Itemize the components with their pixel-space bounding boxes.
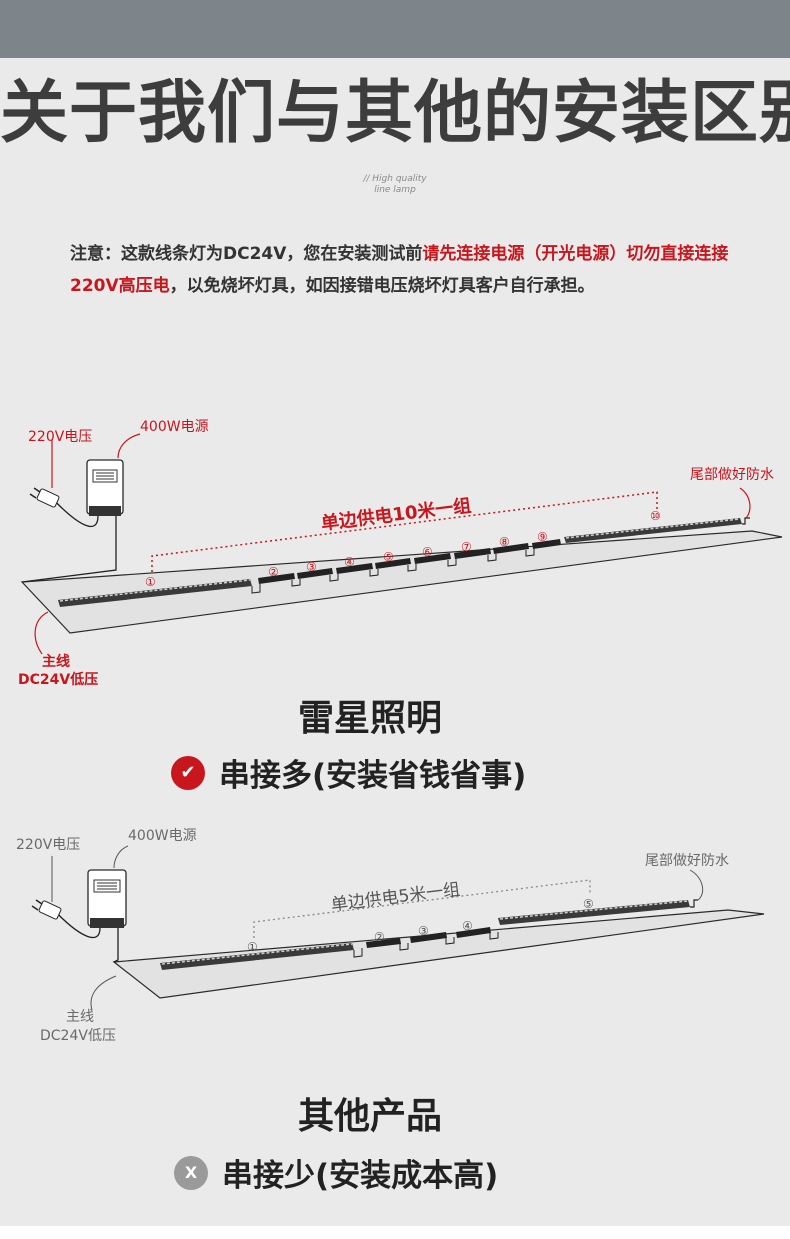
- output-cable: [113, 928, 119, 963]
- page-title: 关于我们与其他的安装区别: [0, 74, 790, 153]
- notice-warning: 请先连接电源（开光电源）切勿直接连接220V高压电: [70, 244, 729, 296]
- number-1: ①: [247, 940, 258, 954]
- ground-plane: [112, 909, 765, 999]
- label-psu: 400W电源: [128, 828, 197, 844]
- brand-ours: 雷星照明: [297, 698, 442, 739]
- number-10: ⑩: [650, 509, 661, 523]
- ground-plane: [20, 530, 783, 634]
- short-lamps: [366, 927, 491, 948]
- number-4: ④: [344, 555, 355, 569]
- tail-end: [742, 517, 750, 525]
- segment-line: [151, 491, 658, 572]
- leader-main: [34, 611, 49, 655]
- feature-ours-text: 串接多(安装省钱省事): [219, 758, 527, 794]
- label-main: 主线: [66, 1009, 94, 1025]
- x-icon: X: [174, 1155, 208, 1190]
- feature-ours: ✔ 串接多(安装省钱省事): [171, 750, 526, 795]
- leader-main: [90, 975, 117, 1011]
- leader-psu: [113, 845, 129, 869]
- number-6: ⑥: [422, 545, 433, 559]
- label-main: 主线: [42, 654, 70, 670]
- diagram-others: ① ② ③ ④ ⑤ 单边供电5米一组 220V电压 400W电源 尾部做好防水 …: [0, 820, 790, 1060]
- segment-numbers: ① ② ③ ④ ⑤ ⑥ ⑦ ⑧ ⑨ ⑩: [145, 509, 661, 589]
- subtitle-line-2: line lamp: [374, 185, 416, 195]
- power-supply-icon: [87, 869, 127, 928]
- feature-others: X 串接少(安装成本高): [174, 1150, 498, 1195]
- label-dc: DC24V低压: [18, 672, 99, 688]
- leader-tail: [689, 869, 704, 901]
- label-tail: 尾部做好防水: [645, 853, 729, 869]
- number-3: ③: [418, 924, 429, 938]
- plug-icon: [29, 487, 60, 508]
- lamp-bar: [498, 900, 690, 925]
- label-dc: DC24V低压: [40, 1028, 116, 1044]
- plug-icon: [31, 899, 62, 920]
- number-7: ⑦: [461, 540, 472, 554]
- label-220v: 220V电压: [28, 429, 93, 445]
- number-2: ②: [268, 565, 279, 579]
- number-3: ③: [306, 560, 317, 574]
- number-8: ⑧: [499, 535, 510, 549]
- label-tail: 尾部做好防水: [690, 467, 774, 483]
- diagram-others-illustration: ① ② ③ ④ ⑤ 单边供电5米一组: [31, 845, 765, 1011]
- notice-part-1: 注意：这款线条灯为DC24V，您在安装测试前: [70, 244, 423, 264]
- feature-others-text: 串接少(安装成本高): [222, 1158, 499, 1194]
- number-1: ①: [145, 575, 156, 589]
- lamp-bar: [160, 943, 354, 970]
- input-cable: [51, 907, 101, 939]
- output-cable: [21, 516, 117, 583]
- number-2: ②: [374, 930, 385, 944]
- segment-line: [253, 879, 591, 938]
- number-4: ④: [462, 919, 473, 933]
- number-5: ⑤: [383, 550, 394, 564]
- label-psu: 400W电源: [140, 419, 209, 435]
- tail-end: [690, 899, 698, 908]
- segment-label: 单边供电10米一组: [320, 494, 473, 534]
- lamp-bar: [564, 518, 742, 543]
- connectors: [251, 549, 535, 594]
- notice-part-3: ，以免烧坏灯具，如因接错电压烧坏灯具客户自行承担。: [169, 276, 595, 296]
- label-220v: 220V电压: [16, 837, 81, 853]
- brand-others: 其他产品: [297, 1096, 442, 1137]
- segment-numbers: ① ② ③ ④ ⑤: [247, 897, 594, 954]
- subtitle-line-1: // High quality: [363, 174, 427, 184]
- connectors: [353, 932, 499, 958]
- subtitle: // High quality line lamp: [320, 174, 470, 196]
- check-icon: ✔: [171, 755, 205, 790]
- diagram-ours-illustration: ① ② ③ ④ ⑤ ⑥ ⑦ ⑧ ⑨ ⑩ 单边供电10米一组: [20, 433, 783, 655]
- power-supply-icon: [86, 459, 124, 516]
- leader-tail: [739, 487, 751, 519]
- lamp-bar: [58, 579, 252, 607]
- diagram-ours: ① ② ③ ④ ⑤ ⑥ ⑦ ⑧ ⑨ ⑩ 单边供电10米一组 220V电压 400…: [0, 400, 790, 700]
- top-banner: [0, 0, 790, 58]
- input-cable: [49, 495, 99, 528]
- segment-label: 单边供电5米一组: [330, 880, 461, 916]
- bottom-strip: [0, 1226, 790, 1239]
- number-5: ⑤: [583, 897, 594, 911]
- leader-psu: [117, 433, 141, 459]
- number-9: ⑨: [537, 530, 548, 544]
- short-lamps: [258, 539, 561, 584]
- notice-text: 注意：这款线条灯为DC24V，您在安装测试前请先连接电源（开光电源）切勿直接连接…: [70, 238, 760, 302]
